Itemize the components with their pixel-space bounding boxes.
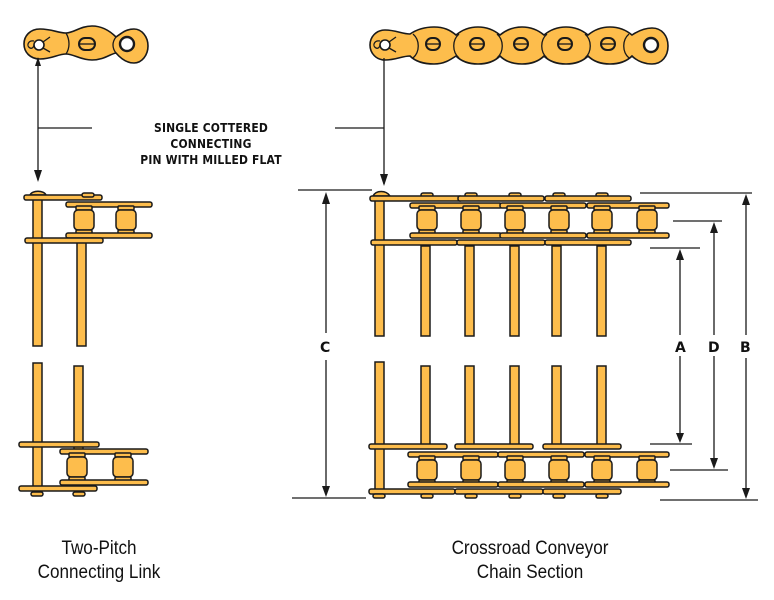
right-side-view	[368, 190, 670, 499]
link-plate	[586, 232, 670, 239]
link-plate	[368, 443, 448, 450]
slotted-holes	[425, 37, 616, 51]
pin	[32, 362, 43, 494]
pin-head	[508, 493, 522, 499]
roller	[548, 209, 570, 231]
caption-right-line-2: Chain Section	[476, 562, 584, 583]
link-plate-outlines	[412, 33, 630, 59]
caption-left-line-1: Two-Pitch	[61, 538, 137, 559]
roller	[73, 209, 95, 231]
roller	[460, 459, 482, 481]
roller	[416, 459, 438, 481]
pin-head	[464, 493, 478, 499]
callout-line-2: PIN WITH MILLED FLAT	[140, 152, 282, 167]
dimension-a: A	[650, 247, 700, 445]
pin	[420, 245, 431, 337]
roller	[504, 209, 526, 231]
callout-line-1: SINGLE COTTERED CONNECTING	[154, 120, 268, 151]
caption-left-line-2: Connecting Link	[37, 562, 161, 583]
caption-right: Crossroad Conveyor Chain Section	[413, 537, 647, 585]
link-plate	[454, 443, 534, 450]
link-plate	[457, 195, 545, 202]
pin-head	[81, 192, 95, 198]
dim-label-a: A	[675, 340, 686, 356]
pin	[73, 365, 84, 453]
pin	[596, 245, 607, 337]
link-plate	[499, 232, 587, 239]
pin	[464, 365, 475, 449]
left-top-view-link	[23, 25, 149, 64]
roller	[548, 459, 570, 481]
link-plate	[544, 195, 632, 202]
roller	[504, 459, 526, 481]
cotter-pin-icon	[373, 36, 397, 53]
dimension-c: C	[292, 189, 372, 499]
pin	[420, 365, 431, 449]
pin-head	[72, 491, 86, 497]
open-hole	[642, 36, 660, 54]
dim-label-c: C	[320, 340, 330, 356]
link-plate	[65, 232, 153, 239]
roller	[591, 459, 613, 481]
link-plate	[584, 481, 670, 488]
pin-head	[372, 493, 386, 499]
link-plate	[544, 239, 632, 246]
roller	[115, 209, 137, 231]
pin-head	[552, 493, 566, 499]
pin	[464, 245, 475, 337]
pin	[509, 245, 520, 337]
dimension-d: D	[670, 220, 728, 471]
link-plate	[407, 481, 499, 488]
link-plate	[370, 239, 458, 246]
roller	[636, 209, 658, 231]
roller	[636, 459, 658, 481]
pin-head	[420, 493, 434, 499]
callout-label: SINGLE COTTERED CONNECTING PIN WITH MILL…	[112, 120, 310, 168]
dimension-b: B	[640, 192, 758, 501]
pin	[596, 365, 607, 449]
pin	[551, 365, 562, 449]
link-plate	[542, 488, 622, 495]
link-plate	[18, 485, 98, 492]
link-plate	[369, 195, 463, 202]
dim-label-d: D	[708, 340, 720, 356]
caption-right-line-1: Crossroad Conveyor	[451, 538, 609, 559]
roller	[591, 209, 613, 231]
roller	[66, 456, 88, 478]
roller	[416, 209, 438, 231]
pin-head	[30, 491, 44, 497]
pin	[76, 239, 87, 347]
left-side-view	[18, 190, 153, 497]
pin	[374, 195, 385, 337]
pin	[551, 245, 562, 337]
dim-label-b: B	[740, 340, 751, 356]
link-plate	[59, 479, 149, 486]
roller	[112, 456, 134, 478]
callout-leaders	[34, 57, 388, 186]
pin	[374, 361, 385, 493]
pin	[32, 197, 43, 347]
open-hole	[118, 35, 136, 53]
link-plate	[497, 481, 585, 488]
link-plate	[456, 239, 546, 246]
pin	[509, 365, 520, 449]
link-plate	[24, 237, 104, 244]
pin-head	[595, 493, 609, 499]
caption-left: Two-Pitch Connecting Link	[10, 537, 188, 585]
cotter-pin-icon	[27, 36, 51, 53]
link-plate	[409, 232, 503, 239]
roller	[460, 209, 482, 231]
right-top-view-chain	[369, 26, 669, 65]
link-plate	[542, 443, 622, 450]
link-plate	[18, 441, 100, 448]
